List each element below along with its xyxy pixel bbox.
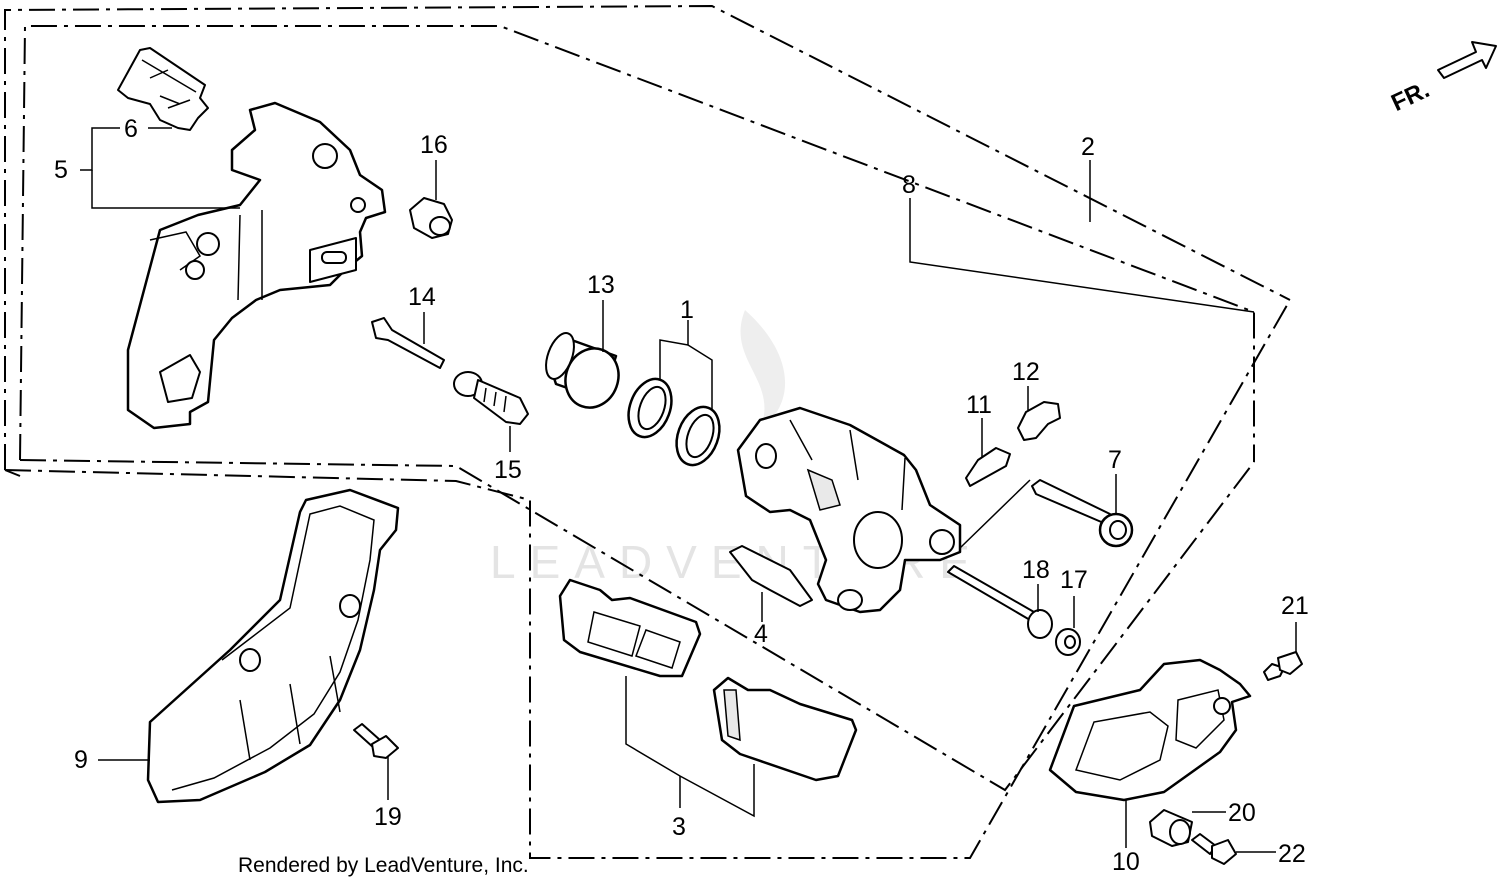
callout-1: 1 <box>680 296 694 324</box>
piston <box>545 332 620 409</box>
callout-8: 8 <box>902 171 916 199</box>
collar <box>1149 809 1193 847</box>
clip <box>1017 401 1061 441</box>
callout-9: 9 <box>74 746 88 774</box>
sleeve-bolt <box>453 371 529 425</box>
callout-labels: 1 2 3 4 5 6 7 8 9 10 11 12 13 14 15 16 1… <box>54 115 1309 876</box>
caliper-bracket <box>126 101 387 430</box>
callout-12: 12 <box>1012 358 1040 386</box>
bleeder-cap <box>409 197 453 239</box>
fr-label: FR. <box>1387 76 1433 117</box>
callout-19: 19 <box>374 803 402 831</box>
callout-5: 5 <box>54 156 68 184</box>
callout-11: 11 <box>966 391 992 419</box>
callout-13: 13 <box>587 271 615 299</box>
bleed-valve <box>965 447 1011 487</box>
callout-21: 21 <box>1281 592 1309 620</box>
bolt-19 <box>353 723 399 759</box>
callout-7: 7 <box>1108 446 1122 474</box>
piston-seals <box>627 377 721 467</box>
bolt-21 <box>1263 651 1303 681</box>
disc-guard <box>146 488 400 804</box>
nut-17 <box>1055 628 1081 656</box>
bolt-22 <box>1191 833 1237 865</box>
pad-spring-small <box>729 545 813 607</box>
pin-bolt <box>371 317 445 369</box>
brake-pad-upper <box>558 578 702 678</box>
callout-2: 2 <box>1081 133 1095 161</box>
assembly-outlines <box>4 4 1291 859</box>
leader-lines <box>80 127 1297 853</box>
callout-3: 3 <box>672 813 686 841</box>
guard-bracket <box>1048 658 1252 802</box>
callout-18: 18 <box>1022 556 1050 584</box>
caliper-pin-bolt <box>1031 479 1134 548</box>
callout-6: 6 <box>124 115 138 143</box>
callout-4: 4 <box>754 620 768 648</box>
credit-text: Rendered by LeadVenture, Inc. <box>238 854 529 877</box>
callout-17: 17 <box>1060 566 1088 594</box>
callout-20: 20 <box>1228 799 1256 827</box>
callout-16: 16 <box>420 131 448 159</box>
callout-22: 22 <box>1278 840 1306 868</box>
caliper-body <box>736 406 962 614</box>
callout-10: 10 <box>1112 848 1140 876</box>
pad-spring <box>117 47 209 131</box>
callout-15: 15 <box>494 456 522 484</box>
callout-14: 14 <box>408 283 436 311</box>
caliper-pin <box>947 565 1053 639</box>
brake-pad-lower <box>712 676 858 782</box>
front-direction-marker: FR. <box>1387 41 1497 117</box>
